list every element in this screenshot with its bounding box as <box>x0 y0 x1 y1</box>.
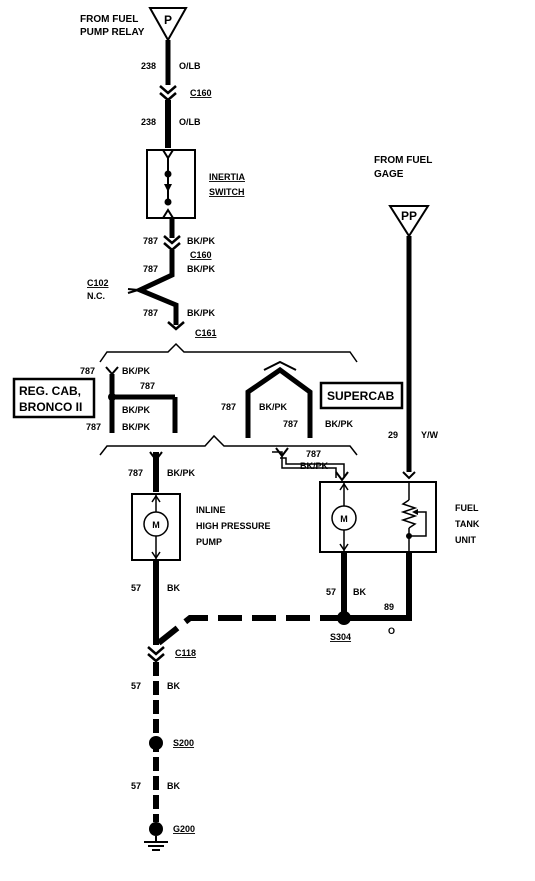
from-fuel-gage-label-1: FROM FUEL <box>374 155 432 166</box>
from-fuel-gage-label-2: GAGE <box>374 169 404 180</box>
wire-787-a-number: 787 <box>143 236 158 246</box>
inline-label-1: INLINE <box>196 505 226 515</box>
wire-57-c-color: BK <box>167 681 180 691</box>
wire-29-number: 29 <box>388 430 398 440</box>
connector-pp: PP <box>388 205 430 238</box>
wire-787-supercab-loop <box>245 366 313 438</box>
wire-787-i-color: BK/PK <box>325 419 354 429</box>
fuel-tank-label-1: FUEL <box>455 503 479 513</box>
reg-cab-label-box: REG. CAB, BRONCO II <box>12 377 96 419</box>
wire-57-c-number: 57 <box>131 681 141 691</box>
wire-787-k-number: 787 <box>306 449 321 459</box>
fuel-tank-label-2: TANK <box>455 519 480 529</box>
wire-787-b-color: BK/PK <box>187 264 216 274</box>
ground-g200-point <box>149 822 163 836</box>
wire-238-b-number: 238 <box>141 117 156 127</box>
reg-cab-label-2: BRONCO II <box>19 400 82 414</box>
wire-89-number: 89 <box>384 602 394 612</box>
c160-mid-label: C160 <box>190 250 212 260</box>
ground-symbol <box>144 836 168 851</box>
wire-89-color: O <box>388 626 395 636</box>
wire-787-tank-feed-inner <box>280 457 345 478</box>
wire-787-e-number: 787 <box>140 381 155 391</box>
inertia-switch-label-2: SWITCH <box>209 187 245 197</box>
s304-label: S304 <box>330 632 351 642</box>
wire-238-a-color: O/LB <box>179 61 201 71</box>
connector-p-label: P <box>164 13 172 27</box>
connector-c161 <box>167 321 185 331</box>
inertia-switch-label-1: INERTIA <box>209 172 246 182</box>
fuel-tank-unit: M <box>319 481 437 553</box>
wire-787-f-color: BK/PK <box>122 405 151 415</box>
wire-57-b-number: 57 <box>326 587 336 597</box>
inertia-switch <box>146 149 196 219</box>
wire-57-dashed-splice <box>154 615 344 648</box>
wire-787-k-color: BK/PK <box>300 461 329 471</box>
wire-787-d-color: BK/PK <box>122 366 151 376</box>
wire-787-c-color: BK/PK <box>187 308 216 318</box>
supercab-label: SUPERCAB <box>327 389 395 403</box>
inline-label-3: PUMP <box>196 537 222 547</box>
connector-c160-mid <box>163 235 181 252</box>
connector-c118 <box>147 646 165 663</box>
wire-29-color: Y/W <box>421 430 439 440</box>
wire-787-a-color: BK/PK <box>187 236 216 246</box>
connector-c160-top <box>159 85 177 102</box>
wire-787-b-number: 787 <box>143 264 158 274</box>
wire-57-b-color: BK <box>353 587 366 597</box>
wire-787-j-color: BK/PK <box>167 468 196 478</box>
c102-label: C102 <box>87 278 109 288</box>
from-fuel-pump-relay-label-2: PUMP RELAY <box>80 27 145 38</box>
wire-57-a-color: BK <box>167 583 180 593</box>
splice-s200 <box>149 736 163 750</box>
wire-787-zigzag <box>133 250 179 325</box>
wire-57-a-number: 57 <box>131 583 141 593</box>
c161-label: C161 <box>195 328 217 338</box>
wire-787-h-color: BK/PK <box>259 402 288 412</box>
from-fuel-pump-relay-label-1: FROM FUEL <box>80 14 138 25</box>
wire-57-d-color: BK <box>167 781 180 791</box>
connector-p: P <box>148 7 188 43</box>
lower-brace <box>99 434 358 456</box>
wire-89 <box>344 552 412 621</box>
wire-787-g-color: BK/PK <box>122 422 151 432</box>
s200-label: S200 <box>173 738 194 748</box>
g200-label: G200 <box>173 824 195 834</box>
tank-motor-label: M <box>340 514 348 524</box>
wire-787-i-number: 787 <box>283 419 298 429</box>
inline-high-pressure-pump: M <box>131 493 181 561</box>
supercab-label-box: SUPERCAB <box>319 381 404 410</box>
splice-s304 <box>337 611 351 625</box>
wire-787-g-number: 787 <box>86 422 101 432</box>
wire-238-b-color: O/LB <box>179 117 201 127</box>
inline-motor-label: M <box>152 520 160 530</box>
reg-cab-label-1: REG. CAB, <box>19 384 81 398</box>
wire-787-j-number: 787 <box>128 468 143 478</box>
wire-787-h-number: 787 <box>221 402 236 412</box>
wire-57-d-number: 57 <box>131 781 141 791</box>
connector-pp-label: PP <box>401 209 417 223</box>
inline-label-2: HIGH PRESSURE <box>196 521 271 531</box>
upper-brace <box>99 342 358 363</box>
wire-238-a-number: 238 <box>141 61 156 71</box>
wire-787-c-number: 787 <box>143 308 158 318</box>
fuel-tank-label-3: UNIT <box>455 535 476 545</box>
c118-label: C118 <box>175 648 196 658</box>
nc-label: N.C. <box>87 291 105 301</box>
wire-787-d-number: 787 <box>80 366 95 376</box>
c160-top-label: C160 <box>190 88 212 98</box>
